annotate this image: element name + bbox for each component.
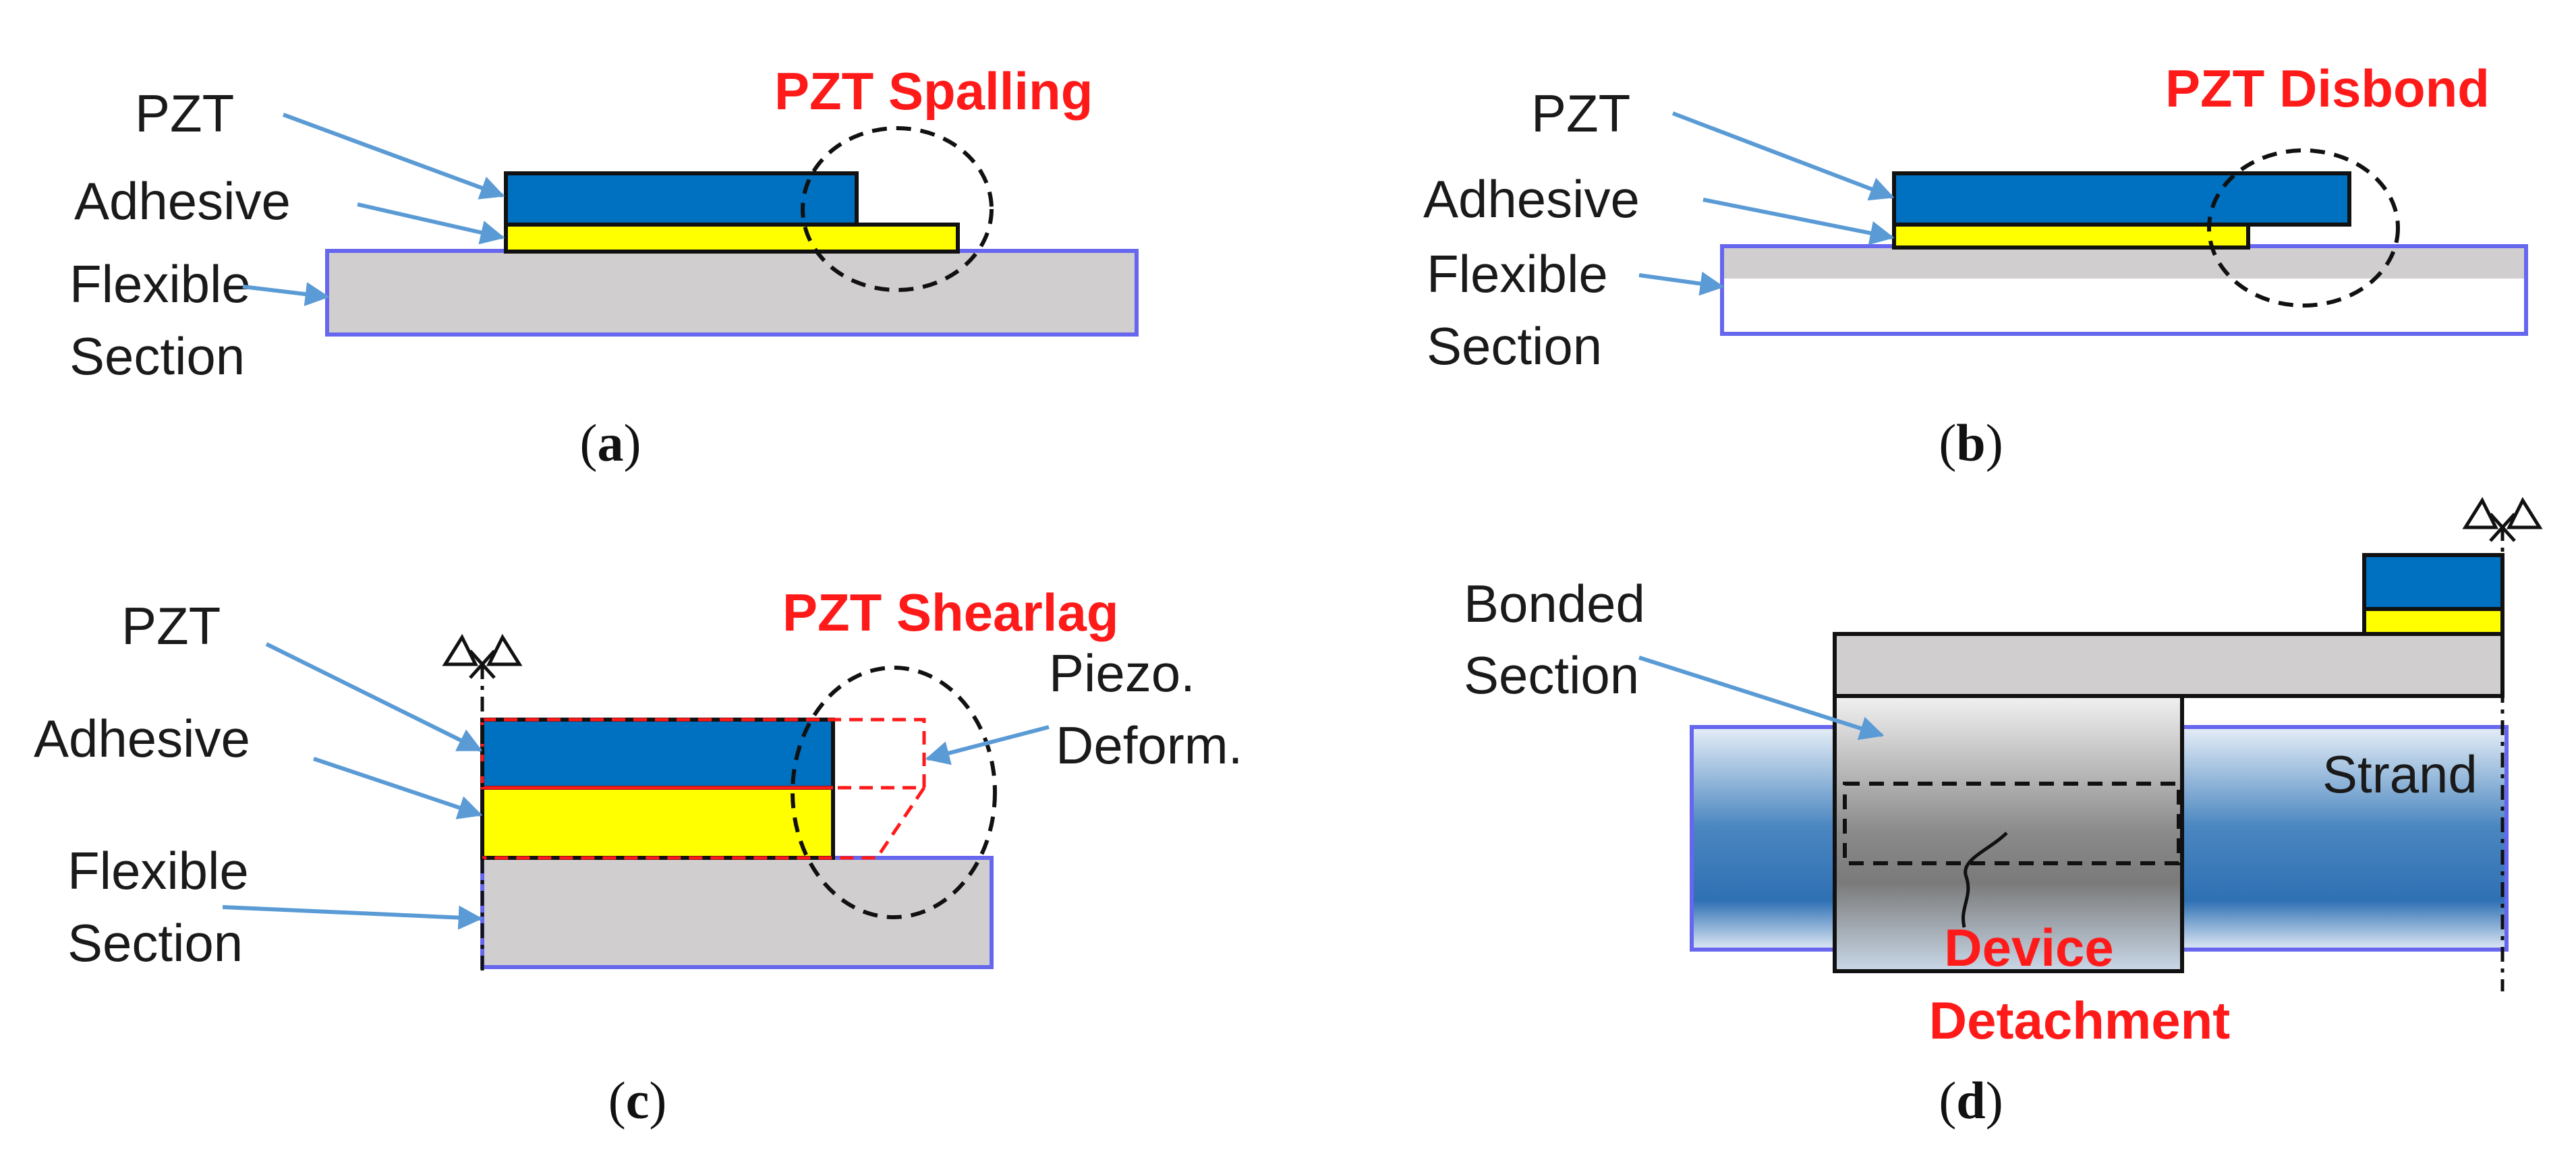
pzt-layer-a: [504, 171, 859, 227]
pzt-arrow-c: [265, 642, 483, 752]
bonded-section: [1833, 693, 2184, 973]
flexible-section-a: [325, 249, 1139, 337]
adhesive-deformed-outline: [482, 786, 926, 860]
adhesive-arrow-c: [313, 757, 483, 819]
section-label-c: Section: [67, 913, 243, 973]
pzt-label-a: PZT: [135, 84, 234, 143]
flexible-label-b: Flexible: [1427, 244, 1608, 303]
caption-c: (c): [608, 1071, 667, 1130]
adhesive-label-b: Adhesive: [1423, 169, 1640, 229]
symmetry-axis-icon: [442, 633, 523, 679]
bonded-label-d: Bonded: [1464, 574, 1645, 633]
detachment-leader: [1962, 832, 2008, 928]
failure-label-d-line2: Detachment: [1929, 991, 2230, 1050]
flexible-top-band-b: [1724, 248, 2524, 279]
pzt-layer-d: [2362, 553, 2505, 611]
adhesive-layer-a: [504, 223, 960, 254]
pzt-arrow-a: [282, 113, 505, 200]
adhesive-layer-d: [2362, 607, 2505, 636]
failure-label-d-line1: Device: [1944, 918, 2114, 977]
section-label-d: Section: [1464, 645, 1639, 705]
shearlag-highlight-circle: [791, 666, 997, 919]
pzt-label-c: PZT: [121, 596, 221, 656]
caption-b: (b): [1939, 413, 2003, 472]
piezo-arrow-c: [925, 725, 1050, 765]
section-label-b: Section: [1427, 316, 1602, 376]
panel-c: PZT Adhesive Flexible Section PZT Shearl…: [34, 583, 1242, 1130]
pzt-arrow-b: [1671, 111, 1895, 201]
detachment-region: [1843, 782, 2181, 865]
bonded-arrow-d: [1638, 656, 1885, 741]
pzt-layer-b: [1892, 171, 2351, 227]
adhesive-arrow-a: [357, 202, 505, 245]
caption-a: (a): [580, 413, 641, 472]
panel-a: PZT Adhesive Flexible Section PZT Spalli…: [69, 61, 1139, 472]
adhesive-label-a: Adhesive: [74, 171, 291, 231]
symmetry-axis-icon: [2462, 496, 2543, 542]
pzt-label-b: PZT: [1531, 84, 1630, 143]
flexible-section-d: [1833, 632, 2505, 698]
failure-label-b: PZT Disbond: [2165, 59, 2490, 118]
deform-label-c: Deform.: [1056, 716, 1242, 775]
adhesive-arrow-b: [1702, 198, 1895, 245]
pzt-deformed-outline: [480, 718, 926, 790]
failure-label-c: PZT Shearlag: [782, 583, 1118, 642]
pzt-layer-c: [480, 718, 835, 790]
flexible-arrow-b: [1638, 271, 1725, 296]
piezo-label-c: Piezo.: [1049, 643, 1195, 703]
failure-label-a: PZT Spalling: [774, 61, 1093, 121]
adhesive-label-c: Adhesive: [34, 709, 250, 768]
flexible-label-a: Flexible: [69, 254, 251, 314]
strand-label-d: Strand: [2322, 745, 2478, 804]
adhesive-layer-b: [1892, 223, 2250, 250]
flexible-arrow-c: [222, 905, 483, 930]
section-label-a: Section: [69, 326, 245, 386]
panel-b: PZT Adhesive Flexible Section PZT Disbon…: [1423, 59, 2528, 472]
caption-d: (d): [1939, 1071, 2003, 1130]
disbond-highlight-circle: [2207, 148, 2400, 308]
flexible-label-c: Flexible: [67, 841, 249, 900]
adhesive-layer-c: [480, 786, 835, 860]
spalling-highlight-circle: [801, 126, 994, 292]
flexible-arrow-a: [242, 282, 330, 307]
panel-d: Bonded Section Strand Device Detachment …: [1464, 496, 2543, 1130]
